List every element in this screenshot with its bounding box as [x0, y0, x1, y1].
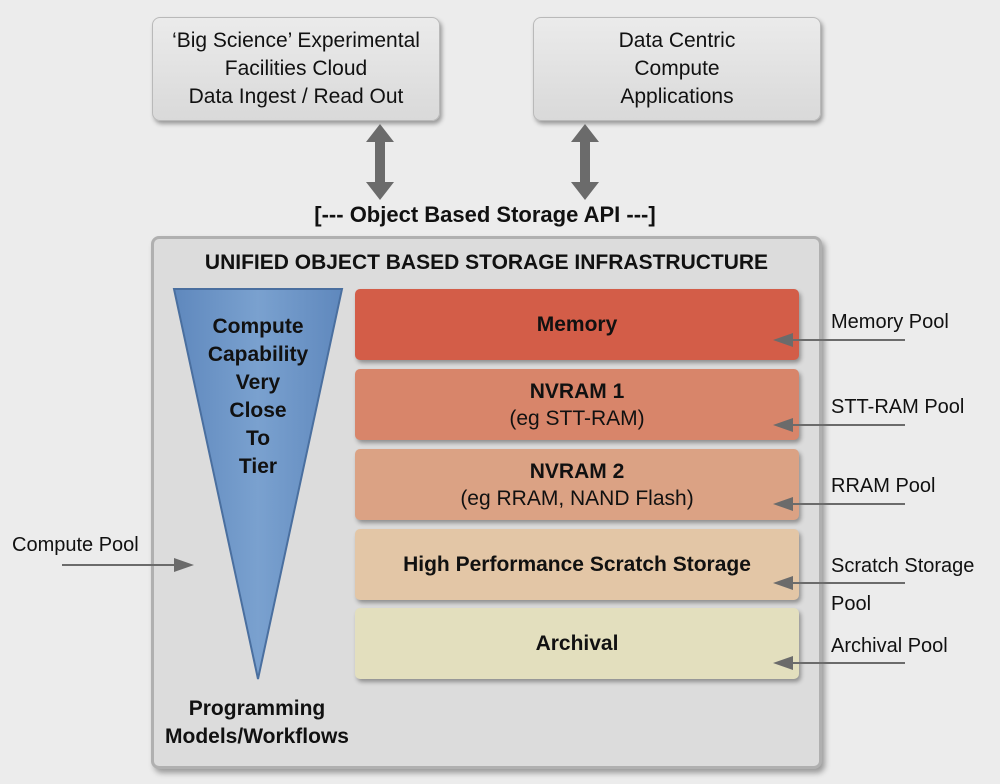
archival-pool-label: Archival Pool	[831, 635, 948, 657]
triangle-line-6: Tier	[238, 455, 278, 478]
triangle-line-3: Very	[235, 371, 281, 394]
tier-nvram-2: NVRAM 2 (eg RRAM, NAND Flash)	[355, 449, 799, 520]
compute-pool-label: Compute Pool	[12, 534, 139, 556]
tier-nvram-1-label: NVRAM 1	[529, 379, 625, 403]
compute-applications-line-2: Compute	[634, 57, 720, 80]
api-label: [--- Object Based Storage API ---]	[314, 202, 656, 227]
rram-pool-label: RRAM Pool	[831, 475, 936, 497]
scratch-storage-pool-label: Scratch Storage Pool	[831, 547, 974, 623]
programming-models-line-1: Programming	[188, 697, 326, 720]
triangle-line-1: Compute	[212, 315, 304, 338]
compute-applications-line-3: Applications	[620, 85, 734, 108]
double-arrow-right-icon	[571, 124, 599, 200]
triangle-line-2: Capability	[207, 343, 309, 366]
data-ingest-line-1: ‘Big Science’ Experimental	[172, 29, 420, 52]
programming-models-label: Programming Models/Workflows	[152, 695, 362, 751]
memory-pool-label: Memory Pool	[831, 311, 949, 333]
scratch-storage-pool-line-1: Scratch Storage	[831, 555, 975, 577]
data-ingest-line-3: Data Ingest / Read Out	[188, 85, 404, 108]
infrastructure-title: UNIFIED OBJECT BASED STORAGE INFRASTRUCT…	[204, 251, 769, 274]
tier-archival: Archival	[355, 608, 799, 679]
tier-nvram-2-sub: (eg RRAM, NAND Flash)	[460, 486, 694, 510]
data-ingest-box: ‘Big Science’ Experimental Facilities Cl…	[152, 17, 440, 121]
data-ingest-line-2: Facilities Cloud	[224, 57, 368, 80]
tier-nvram-1-sub: (eg STT-RAM)	[509, 406, 645, 430]
tier-memory-label: Memory	[536, 313, 618, 336]
compute-applications-line-1: Data Centric	[618, 29, 736, 52]
tier-scratch-storage-label: High Performance Scratch Storage	[403, 553, 751, 576]
triangle-line-5: To	[245, 427, 271, 450]
compute-applications-box: Data Centric Compute Applications	[533, 17, 821, 121]
stt-ram-pool-label: STT-RAM Pool	[831, 396, 965, 418]
scratch-storage-pool-line-2: Pool	[831, 593, 872, 615]
tier-memory: Memory	[355, 289, 799, 360]
triangle-label: Compute Capability Very Close To Tier	[188, 313, 328, 481]
tier-archival-label: Archival	[535, 632, 619, 655]
tier-scratch-storage: High Performance Scratch Storage	[355, 529, 799, 600]
double-arrow-left-icon	[366, 124, 394, 200]
tier-nvram-1: NVRAM 1 (eg STT-RAM)	[355, 369, 799, 440]
programming-models-line-2: Models/Workflows	[165, 725, 349, 748]
tier-nvram-2-label: NVRAM 2	[529, 459, 625, 483]
compute-capability-triangle	[172, 288, 344, 680]
triangle-line-4: Close	[229, 399, 287, 422]
